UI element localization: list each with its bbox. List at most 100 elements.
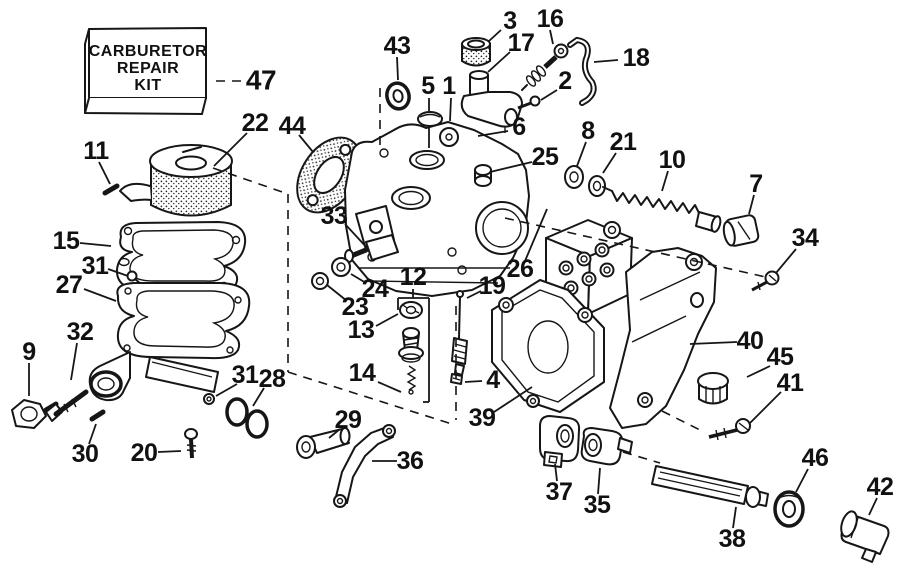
part-label-44: 44 <box>279 112 306 140</box>
part-label-39: 39 <box>469 404 496 432</box>
part-swivel-35 <box>580 427 633 466</box>
leader-line-10 <box>661 170 669 192</box>
part-needle-valve-16 <box>521 43 569 91</box>
part-label-5: 5 <box>421 72 435 100</box>
part-pump-body-17 <box>460 70 523 133</box>
leader-line-37 <box>554 463 558 482</box>
part-spring-10 <box>602 186 722 233</box>
part-label-36: 36 <box>397 447 424 475</box>
leader-line-33 <box>344 223 370 251</box>
part-label-7: 7 <box>749 170 762 198</box>
leader-line-4 <box>464 380 483 383</box>
part-washer-23 <box>311 272 329 290</box>
part-label-47: 47 <box>246 65 276 96</box>
artwork-layer: CARBURETOR REPAIR KIT <box>11 27 890 563</box>
leader-line-39 <box>493 386 533 413</box>
part-label-21: 21 <box>610 128 637 156</box>
leader-line-14 <box>377 381 402 393</box>
assembly-bracket-12 <box>397 289 430 403</box>
part-label-3: 3 <box>503 7 516 35</box>
leader-line-30 <box>88 423 97 445</box>
leader-line-26 <box>524 208 548 262</box>
leader-line-45 <box>746 365 771 378</box>
part-label-16: 16 <box>537 5 564 33</box>
part-washer-8 <box>564 165 584 189</box>
dash-line <box>212 167 289 195</box>
part-nut-24 <box>331 257 351 277</box>
part-carburetor-body <box>344 121 530 297</box>
leader-line-3 <box>488 29 502 42</box>
leader-line-40 <box>689 341 738 345</box>
leader-line-29 <box>328 428 341 439</box>
part-plunger-42 <box>840 510 890 563</box>
part-label-34: 34 <box>792 224 819 252</box>
leader-line-27 <box>83 288 117 302</box>
part-manifold-39 <box>491 279 605 413</box>
leader-line-18 <box>593 59 619 63</box>
leader-line-2 <box>540 89 558 101</box>
part-screw-2 <box>517 95 541 110</box>
part-label-28: 28 <box>259 365 286 393</box>
part-label-45: 45 <box>767 343 794 371</box>
part-label-40: 40 <box>737 327 764 355</box>
part-lever-36 <box>333 424 396 508</box>
part-label-10: 10 <box>659 146 686 174</box>
part-label-38: 38 <box>719 525 746 553</box>
leader-line-46 <box>795 468 809 493</box>
leader-line-34 <box>775 248 797 274</box>
leader-line-38 <box>732 506 737 529</box>
part-screw-32 <box>45 389 89 422</box>
part-label-41: 41 <box>777 369 804 397</box>
leader-line-11 <box>98 161 111 185</box>
part-washer-21 <box>588 175 606 197</box>
part-label-29: 29 <box>335 406 362 434</box>
part-label-26: 26 <box>507 255 534 283</box>
leader-line-23 <box>326 284 348 302</box>
leader-line-44 <box>298 134 314 153</box>
part-label-31: 31 <box>232 361 259 389</box>
part-screw-41 <box>708 418 751 441</box>
part-label-14: 14 <box>349 359 376 387</box>
part-roller-29 <box>296 427 351 459</box>
part-clamp-37 <box>539 415 581 468</box>
leader-line-20 <box>157 450 182 453</box>
part-label-9: 9 <box>22 338 35 366</box>
part-needle-19 <box>451 290 468 376</box>
leader-line-16 <box>549 29 554 45</box>
leader-line-13 <box>375 313 399 327</box>
leader-line-28 <box>252 387 265 407</box>
part-label-2: 2 <box>558 67 571 95</box>
part-label-8: 8 <box>581 117 595 145</box>
leader-line-15 <box>79 242 112 247</box>
part-label-42: 42 <box>867 473 894 501</box>
part-label-1: 1 <box>442 72 456 100</box>
part-label-25: 25 <box>532 143 559 171</box>
leader-line-25 <box>489 161 533 173</box>
leader-line-31 <box>107 268 129 277</box>
part-bracket-40 <box>609 247 717 429</box>
part-label-46: 46 <box>802 444 829 472</box>
part-float <box>119 144 233 217</box>
dash-line <box>622 451 661 464</box>
part-float-bowl <box>88 282 251 402</box>
dash-line <box>504 217 771 279</box>
part-inlet-fitting-33 <box>344 234 399 263</box>
part-plug-7 <box>722 214 760 247</box>
part-cup-3 <box>461 37 491 67</box>
part-hinge-pin <box>102 183 120 196</box>
part-label-6: 6 <box>512 113 525 141</box>
kit-box-line3: KIT <box>134 77 161 94</box>
dash-line <box>287 371 456 426</box>
part-nut-31b <box>203 393 215 405</box>
leader-line-22 <box>213 132 248 167</box>
part-label-32: 32 <box>67 318 94 346</box>
part-label-17: 17 <box>508 29 535 57</box>
part-label-12: 12 <box>400 263 427 291</box>
leader-line-43 <box>396 56 399 81</box>
leader-line-32 <box>70 342 78 381</box>
kit-box-line2: REPAIR <box>117 60 179 77</box>
part-screw-20 <box>184 428 198 459</box>
